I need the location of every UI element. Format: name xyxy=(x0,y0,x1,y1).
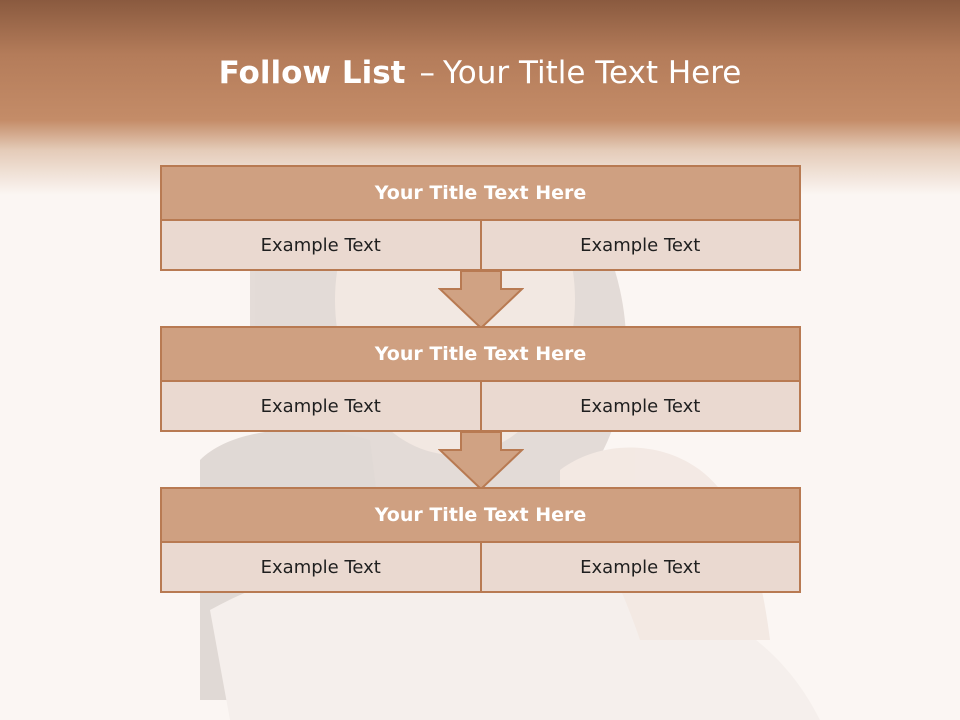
block-cell-left: Example Text xyxy=(160,382,482,432)
block-title: Your Title Text Here xyxy=(160,487,801,543)
list-block-3: Your Title Text Here Example Text Exampl… xyxy=(160,487,801,593)
block-title: Your Title Text Here xyxy=(160,326,801,382)
block-row: Example Text Example Text xyxy=(160,543,801,593)
block-title: Your Title Text Here xyxy=(160,165,801,221)
block-cell-right: Example Text xyxy=(481,382,801,432)
down-arrow-icon xyxy=(438,271,524,329)
title-rest: Your Title Text Here xyxy=(442,55,742,91)
title-bold: Follow List xyxy=(218,55,406,91)
block-row: Example Text Example Text xyxy=(160,221,801,271)
title-dash: – xyxy=(419,55,435,91)
block-cell-left: Example Text xyxy=(160,543,482,593)
header-band xyxy=(0,0,960,195)
block-cell-right: Example Text xyxy=(481,543,801,593)
down-arrow-icon xyxy=(438,432,524,490)
list-block-1: Your Title Text Here Example Text Exampl… xyxy=(160,165,801,271)
slide-title: Follow List–Your Title Text Here xyxy=(0,55,960,91)
block-row: Example Text Example Text xyxy=(160,382,801,432)
list-block-2: Your Title Text Here Example Text Exampl… xyxy=(160,326,801,432)
block-cell-left: Example Text xyxy=(160,221,482,271)
block-cell-right: Example Text xyxy=(481,221,801,271)
